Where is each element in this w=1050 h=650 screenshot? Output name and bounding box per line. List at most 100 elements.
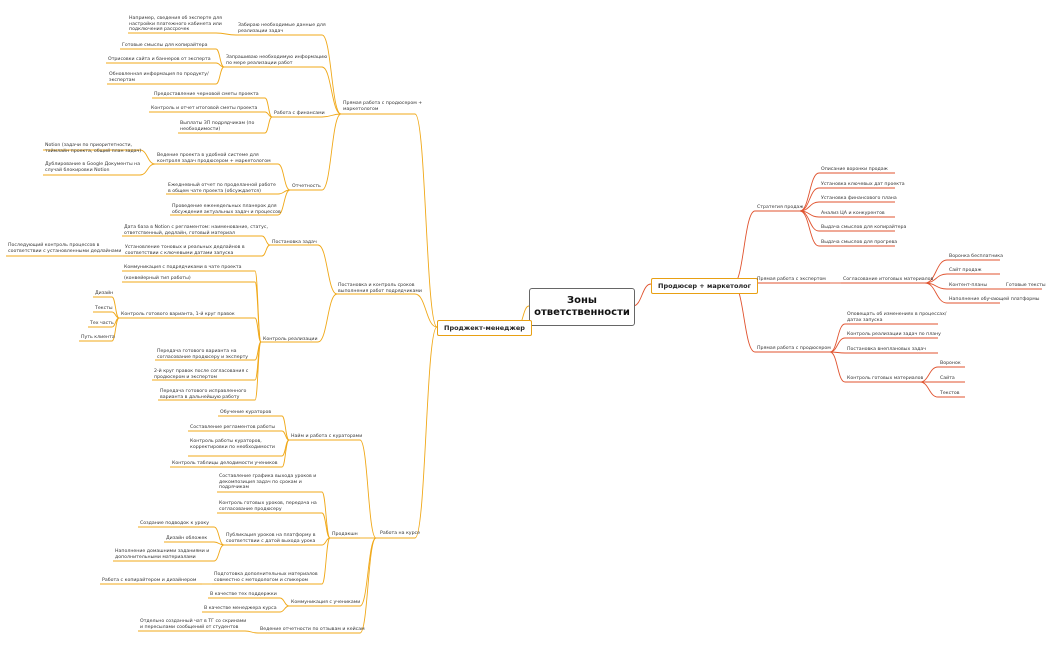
node-reporting-notion[interactable]: Notion (задачи по приоритетности, таймла… xyxy=(45,143,142,154)
node-reporting-daily[interactable]: Ежедневный отчет по проделанной работе в… xyxy=(168,183,276,194)
node-reporting-google[interactable]: Дублирование в Google Документы на случа… xyxy=(45,162,141,173)
node-curators-table[interactable]: Контроль таблицы делодимости учеников xyxy=(172,461,278,466)
connector xyxy=(317,244,338,295)
node-production[interactable]: Продакшн xyxy=(332,532,358,537)
node-strat-dates[interactable]: Установка ключевых дат проекта xyxy=(821,182,905,187)
node-strat-copy[interactable]: Выдача смыслов для копирайтера xyxy=(821,225,907,230)
connector xyxy=(321,537,331,546)
node-producer-funnels[interactable]: Воронок xyxy=(940,361,961,366)
node-expert-texts[interactable]: Готовые тексты xyxy=(1006,283,1046,288)
connector xyxy=(359,537,377,607)
node-prod-covers[interactable]: Дизайн обложек xyxy=(166,536,208,541)
connector xyxy=(277,189,291,216)
connector xyxy=(215,66,225,85)
node-request-updates[interactable]: Обновленная информация по продукту/ эксп… xyxy=(109,72,209,83)
node-task-database[interactable]: Дата база в Notion с регламентом: наимен… xyxy=(124,225,268,236)
node-curators[interactable]: Найм и работа с кураторами xyxy=(291,434,363,439)
node-producer-notify[interactable]: Оповещать об изменениях в процессах/ дат… xyxy=(847,312,947,323)
node-prod-schedule[interactable]: Составление графика выхода уроков и деко… xyxy=(219,474,317,491)
connector xyxy=(632,283,652,307)
node-course-work[interactable]: Работа на курсе xyxy=(380,531,421,536)
node-producer-materials[interactable]: Контроль готовых материалов xyxy=(847,376,924,381)
connector xyxy=(321,34,342,115)
node-student-communication[interactable]: Коммуникация с учениками xyxy=(291,600,361,605)
node-prod-extra[interactable]: Подготовка дополнительных материалов сов… xyxy=(214,572,318,583)
node-task-setting[interactable]: Постановка задач xyxy=(272,240,317,245)
connector xyxy=(829,351,846,383)
node-deadline-control[interactable]: Постановка и контроль сроков выполнения … xyxy=(338,283,422,294)
connector xyxy=(829,337,846,353)
node-feedback-chat[interactable]: Отдельно созданный чат в ТГ со скринами … xyxy=(140,619,247,630)
node-impl-conveyor[interactable]: (конвейерный тип работы) xyxy=(124,276,191,281)
node-comm-support[interactable]: В качестве тех поддержки xyxy=(210,592,277,597)
node-expert-platform[interactable]: Наполнение обучающей платформы xyxy=(949,297,1040,302)
connector xyxy=(317,293,338,343)
node-producer-unplanned[interactable]: Постановка внеплановых задач xyxy=(847,347,927,352)
node-strat-funnel[interactable]: Описание воронки продаж xyxy=(821,167,888,172)
node-expert-work[interactable]: Прямая работа с экспертом xyxy=(757,277,826,282)
node-task-deadlines[interactable]: Установление тоновых и реальных дедлайно… xyxy=(125,245,245,256)
connector xyxy=(919,381,939,398)
node-producer-site[interactable]: Сайта xyxy=(940,376,955,381)
node-expert-approval[interactable]: Согласование итоговых материалов xyxy=(843,277,934,282)
node-impl-transfer[interactable]: Передача готового варианта на согласован… xyxy=(157,349,249,360)
connector xyxy=(732,210,756,285)
connector xyxy=(281,439,290,468)
node-strat-finplan[interactable]: Установка финансового плана xyxy=(821,196,897,201)
node-expert-content[interactable]: Контент-планы xyxy=(949,283,988,288)
node-impl-second-edits[interactable]: 2-й круг правок после согласования с про… xyxy=(154,369,249,380)
node-prod-check[interactable]: Контроль готовых уроков, передача на сог… xyxy=(219,501,317,512)
node-impl-final-transfer[interactable]: Передача готового исправленного варианта… xyxy=(160,389,247,400)
node-expert-site[interactable]: Сайт продаж xyxy=(949,268,982,273)
node-comm-manager[interactable]: В качестве менеджера курса xyxy=(204,606,277,611)
node-feedback-reporting[interactable]: Ведение отчетности по отзывам и кейсам xyxy=(260,627,365,632)
node-producer-plan[interactable]: Контроль реализации задач по плану xyxy=(847,332,941,337)
root-topic[interactable]: Зоны ответственности xyxy=(529,288,635,326)
node-expert-funnel[interactable]: Воронка бесплатника xyxy=(949,254,1004,259)
node-reporting[interactable]: Отчетность xyxy=(292,184,321,189)
node-task-followup[interactable]: Последующий контроль процессов в соответ… xyxy=(8,243,122,254)
node-request-info[interactable]: Запрашиваю необходимую информацию по мер… xyxy=(226,55,328,66)
branch-producer-marketer[interactable]: Продюсер + маркетолог xyxy=(651,278,759,294)
node-producer-work[interactable]: Прямая работа с продюсером xyxy=(757,346,831,351)
node-producer-texts[interactable]: Текстов xyxy=(940,391,960,396)
node-implementation-control[interactable]: Контроль реализации xyxy=(263,337,318,342)
node-impl-design[interactable]: Дизайн xyxy=(95,291,114,296)
node-prod-homework[interactable]: Наполнение домашними заданиями и дополни… xyxy=(115,549,210,560)
connector xyxy=(414,113,438,328)
connector xyxy=(414,293,438,328)
node-collect-example[interactable]: Например, сведения об эксперте для настр… xyxy=(129,16,222,33)
node-finance-draft[interactable]: Предоставление черновой сметы проекта xyxy=(154,92,259,97)
node-impl-communication[interactable]: Коммуникация с подрядчиками в чате проек… xyxy=(124,265,242,270)
connector xyxy=(359,537,377,634)
connector xyxy=(799,172,820,212)
node-collect-data[interactable]: Забираю необходимые данные для реализаци… xyxy=(238,23,326,34)
branch-project-manager[interactable]: Проджект-менеджер xyxy=(437,320,532,336)
node-strat-warmup[interactable]: Выдача смыслов для прогрева xyxy=(821,240,898,245)
node-curators-training[interactable]: Обучение кураторов xyxy=(220,410,272,415)
connector xyxy=(277,163,291,191)
node-prod-copywriter[interactable]: Работа с копирайтером и дизайнером xyxy=(102,578,197,583)
connector xyxy=(924,282,948,304)
node-reporting-weekly[interactable]: Проведение еженедельных планерок для обс… xyxy=(172,204,281,215)
node-sales-strategy[interactable]: Стратегия продаж xyxy=(757,205,804,210)
node-curators-rules[interactable]: Составление регламентов работы xyxy=(190,425,276,430)
node-finance[interactable]: Работа с финансами xyxy=(274,111,325,116)
connector xyxy=(281,430,290,441)
node-finance-salary[interactable]: Выплаты ЗП подрядчикам (по необходимости… xyxy=(180,121,255,132)
node-impl-client-path[interactable]: Путь клиента xyxy=(81,335,115,340)
connector xyxy=(829,323,846,353)
node-request-meanings[interactable]: Готовые смыслы для копирайтера xyxy=(122,43,208,48)
node-direct-work[interactable]: Прямая работа с продюсером + маркетолого… xyxy=(343,101,423,112)
node-prod-publish[interactable]: Публикация уроков на платформу в соответ… xyxy=(226,533,316,544)
node-curators-control[interactable]: Контроль работы кураторов, корректировки… xyxy=(190,439,275,450)
node-impl-first-edits[interactable]: Контроль готового варианта, 1-й круг пра… xyxy=(121,312,235,317)
node-strat-analysis[interactable]: Анализ ЦА и конкурентов xyxy=(821,211,885,216)
node-reporting-system[interactable]: Ведение проекта в удобной системе для ко… xyxy=(157,153,271,164)
node-impl-texts[interactable]: Тексты xyxy=(95,306,113,311)
connector xyxy=(215,48,225,68)
node-prod-intro[interactable]: Создание подводок к уроку xyxy=(140,521,210,526)
node-finance-final[interactable]: Контроль и отчет итоговой сметы проекта xyxy=(151,106,258,111)
node-impl-tech[interactable]: Тех часть xyxy=(90,321,114,326)
node-request-drawings[interactable]: Отрисовки сайта и баннеров от эксперта xyxy=(108,57,211,62)
